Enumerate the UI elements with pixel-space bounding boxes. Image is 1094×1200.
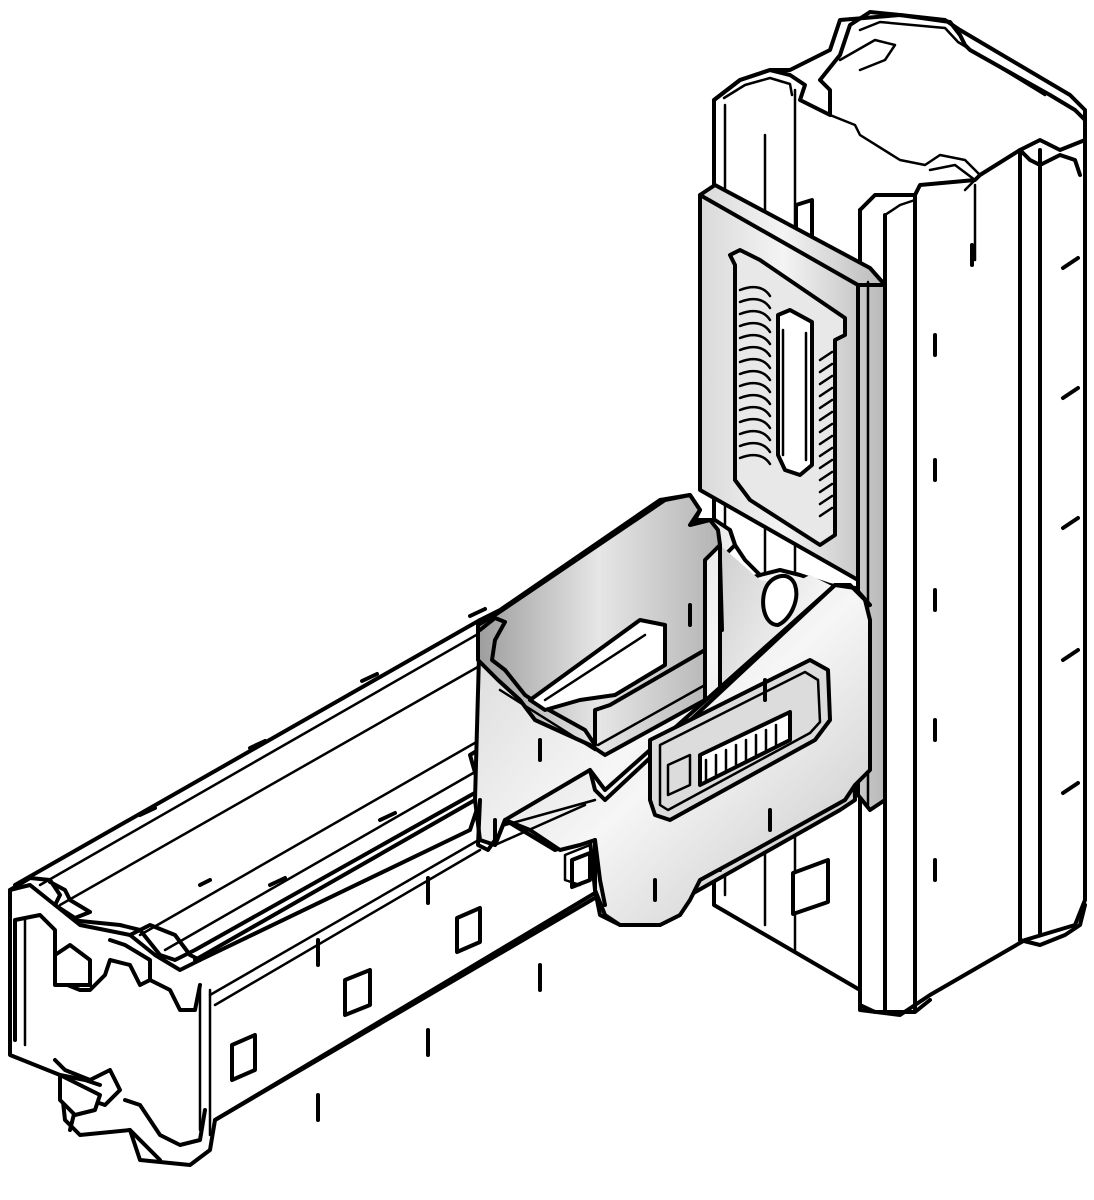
angle-bracket-arm bbox=[473, 493, 872, 927]
bolt-hole-icon bbox=[761, 574, 799, 627]
square-hole-icon bbox=[570, 851, 592, 889]
vertical-channel-markings bbox=[933, 243, 1080, 882]
square-hole-icon bbox=[230, 1033, 257, 1082]
slot-icon bbox=[791, 858, 830, 916]
serration-teeth bbox=[738, 285, 834, 518]
angle-bracket-upright-plate bbox=[698, 183, 887, 812]
square-hole-icon bbox=[455, 906, 482, 954]
horizontal-channel-markings bbox=[138, 607, 542, 1122]
square-hole-icon bbox=[343, 968, 372, 1017]
